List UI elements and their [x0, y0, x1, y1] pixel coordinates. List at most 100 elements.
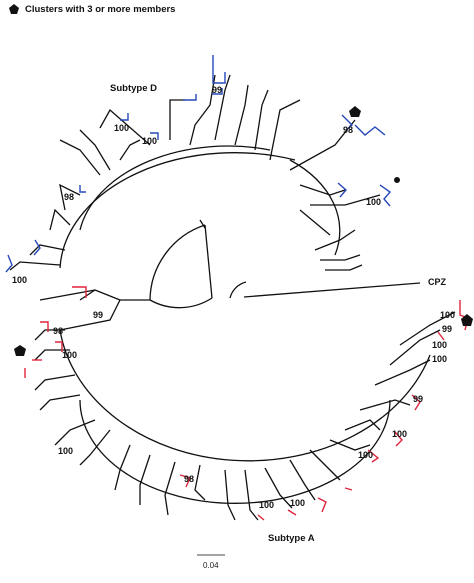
cluster-bracket [33, 239, 41, 256]
cluster-bracket [341, 114, 354, 131]
bootstrap-label: 100 [142, 136, 157, 146]
cluster-bracket [183, 94, 197, 101]
bootstrap-label: 100 [440, 310, 455, 320]
pentagon-icon [349, 106, 361, 117]
cluster-bracket [212, 88, 223, 95]
bootstrap-label: 100 [290, 498, 305, 508]
branch [289, 159, 341, 256]
cluster-bracket [337, 182, 347, 198]
branch [149, 224, 206, 301]
branch [29, 244, 66, 256]
branch [310, 194, 381, 206]
bootstrap-label: 100 [432, 340, 447, 350]
branch [59, 139, 101, 176]
cluster-bracket [344, 487, 353, 491]
legend-text: Clusters with 3 or more members [25, 4, 175, 15]
branch [389, 329, 441, 366]
branch [59, 299, 121, 331]
branch [320, 254, 361, 261]
branch [54, 419, 96, 446]
branch [199, 219, 206, 229]
branch [299, 184, 346, 196]
branch [39, 394, 81, 411]
bootstrap-label: 100 [392, 429, 407, 439]
scale-bar: 0.04 [197, 554, 225, 570]
cluster-bracket [179, 474, 191, 488]
branch [264, 467, 293, 509]
cluster-bracket [120, 113, 129, 121]
branch [49, 208, 71, 231]
branch [399, 311, 456, 346]
cluster-bracket [437, 331, 445, 341]
cluster-bracket [379, 184, 392, 207]
branch [34, 329, 65, 341]
bootstrap-label: 100 [62, 350, 77, 360]
cluster-bracket [40, 321, 49, 332]
branch [224, 469, 236, 521]
bootstrap-label: 98 [53, 326, 63, 336]
branch [204, 224, 213, 299]
bootstrap-label: 100 [358, 450, 373, 460]
cluster-bracket [5, 254, 13, 273]
legend: Clusters with 3 or more members [9, 4, 175, 15]
branch [194, 464, 206, 501]
branch [234, 84, 249, 146]
branch [119, 139, 141, 161]
branch [243, 282, 421, 298]
cluster-bracket [72, 286, 87, 298]
cluster-bracket [212, 55, 226, 84]
branch [139, 454, 151, 505]
branch [289, 459, 316, 501]
subtype-a-label: Subtype A [268, 533, 315, 544]
cluster-bracket [150, 132, 159, 140]
cluster-bracket [367, 449, 380, 463]
bootstrap-label: 98 [184, 474, 194, 484]
subtype-d-clusters [5, 55, 392, 273]
branch [329, 439, 371, 451]
outgroup-label: CPZ [428, 277, 447, 287]
cluster-bracket [354, 124, 386, 136]
cluster-bracket [287, 509, 297, 516]
cluster-bracket [317, 497, 327, 513]
cluster-bracket [257, 514, 265, 521]
branch [299, 209, 331, 236]
cluster-bracket [411, 394, 421, 411]
bootstrap-label: 100 [12, 275, 27, 285]
bootstrap-label: 100 [259, 500, 274, 510]
branch [114, 444, 131, 491]
subtype-d-label: Subtype D [110, 83, 157, 94]
branch [374, 359, 431, 386]
cluster-markers [14, 106, 473, 356]
bootstrap-label: 99 [93, 310, 103, 320]
bootstrap-label: 99 [413, 394, 423, 404]
cluster-bracket [55, 341, 63, 352]
branch [59, 329, 431, 462]
branch [244, 469, 259, 521]
cluster-bracket [79, 185, 86, 193]
bootstrap-label: 100 [432, 354, 447, 364]
branch [254, 89, 269, 151]
bootstrap-label: 98 [64, 192, 74, 202]
scale-bar-label: 0.04 [203, 561, 219, 570]
bootstrap-label: 100 [114, 123, 129, 133]
cluster-bracket [394, 431, 403, 447]
branch [59, 183, 81, 211]
pentagon-icon [461, 314, 473, 326]
bootstrap-label: 99 [212, 85, 222, 95]
branch [79, 129, 111, 171]
branch [9, 261, 61, 271]
branch [214, 74, 231, 141]
branch [229, 281, 247, 299]
branch [314, 229, 356, 251]
branch [189, 74, 216, 146]
branch [99, 108, 151, 146]
branch [34, 374, 76, 391]
branch [344, 419, 381, 431]
bootstrap-labels: 99 100 100 98 98 100 100 99 98 100 100 9… [12, 85, 455, 510]
bootstrap-label: 99 [442, 324, 452, 334]
bootstrap-label: 100 [58, 446, 73, 456]
branch [149, 297, 213, 309]
branch [79, 399, 391, 504]
branch [79, 145, 271, 231]
